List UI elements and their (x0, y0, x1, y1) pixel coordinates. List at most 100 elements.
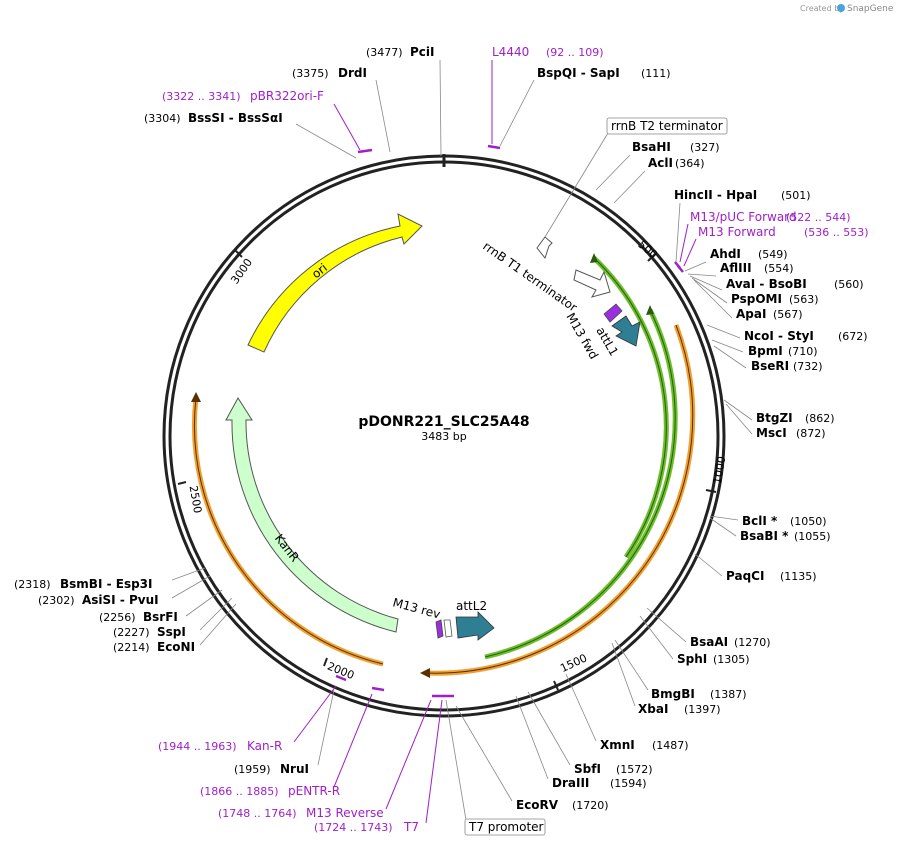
enzyme-name: DrdI (338, 66, 367, 80)
primer-site[interactable]: T7(1724 .. 1743) (314, 694, 454, 834)
m13-rev-feature[interactable] (435, 619, 444, 639)
enzyme-site[interactable]: XmnI(1487) (565, 673, 689, 752)
primer-site[interactable]: pENTR-R(1866 .. 1885) (200, 686, 385, 798)
enzyme-leader-line (689, 275, 723, 291)
attL2-small-feature[interactable] (443, 619, 453, 638)
enzyme-position: (1305) (713, 653, 750, 666)
enzyme-name: HincII - HpaI (674, 188, 757, 202)
enzyme-name: AvaI - BsoBI (726, 277, 807, 291)
kanR-feature[interactable] (225, 397, 399, 633)
enzyme-position: (862) (805, 412, 835, 425)
enzyme-site[interactable]: AsiSI - PvuI (2302) (38, 575, 211, 607)
primer-site[interactable]: pBR322ori-F(3322 .. 3341) (162, 89, 373, 154)
enzyme-site[interactable]: NruI(1959) (234, 689, 335, 776)
rrnB-T1-feature[interactable] (573, 269, 611, 298)
svg-text:1000: 1000 (711, 455, 729, 485)
enzyme-position: (2256) (99, 611, 136, 624)
primer-site[interactable]: M13 Reverse(1748 .. 1764) (218, 694, 444, 820)
enzyme-site[interactable]: BsaAI(1270) (646, 607, 771, 649)
enzyme-site[interactable]: SphI(1305) (639, 615, 750, 666)
enzyme-site[interactable]: PciI(3477) (366, 45, 442, 157)
enzyme-name: BsmBI - Esp3I (60, 577, 152, 591)
enzyme-position: (2302) (38, 594, 75, 607)
enzyme-name: AflIII (720, 261, 752, 275)
orange-track-arrowhead-right (420, 668, 430, 678)
enzyme-site[interactable]: AclI(364) (613, 156, 705, 204)
enzyme-site[interactable]: DraIII(1594) (515, 695, 647, 790)
enzyme-site[interactable]: SspI(2227) (113, 597, 233, 639)
enzyme-site[interactable]: BsaBI *(1055) (709, 517, 831, 543)
enzyme-leader-line (709, 515, 739, 521)
attL2-label: attL2 (456, 599, 487, 613)
attL2-feature[interactable] (455, 611, 495, 641)
enzyme-leader-line (199, 603, 237, 646)
enzyme-position: (1959) (234, 763, 271, 776)
enzyme-site[interactable]: BseRI(732) (713, 345, 823, 373)
enzyme-position: (1720) (572, 799, 609, 812)
primer-site[interactable]: M13 Forward(536 .. 553) (677, 225, 869, 273)
enzyme-site[interactable]: XbaI(1397) (611, 642, 721, 716)
enzyme-site[interactable]: ApaI(567) (693, 279, 803, 321)
t7-promoter-leader (445, 699, 467, 821)
enzyme-position: (549) (758, 248, 788, 261)
enzyme-name: BsaHI (632, 140, 671, 154)
enzyme-leader-line (317, 689, 335, 766)
enzyme-site[interactable]: PspOMI(563) (691, 277, 819, 306)
enzyme-site[interactable]: BclI *(1050) (709, 514, 827, 528)
enzyme-site[interactable]: NcoI - StyI(672) (706, 324, 868, 343)
enzyme-site[interactable]: BsmBI - Esp3I(2318) (14, 567, 206, 591)
t7-promoter-label: T7 promoter (468, 820, 544, 834)
rrnB-T2-label-box (606, 117, 728, 135)
enzyme-leader-line (684, 261, 707, 272)
rrnB-T2-feature[interactable] (536, 236, 553, 260)
primer-labels: L4440(92 .. 109) pBR322ori-F(3322 .. 3341… (158, 45, 869, 834)
enzyme-site[interactable]: MscI(872) (725, 403, 826, 440)
primer-site[interactable]: Kan-R(1944 .. 1963) (158, 674, 347, 753)
enzyme-name: AsiSI - PvuI (82, 593, 159, 607)
enzyme-position: (111) (641, 67, 671, 80)
enzyme-position: (872) (796, 427, 826, 440)
enzyme-position: (1055) (794, 530, 831, 543)
enzyme-labels: PciI(3477)DrdI(3375)BssSI - BssSαI(3304)… (14, 45, 868, 812)
enzyme-site[interactable]: PaqCI(1135) (694, 553, 817, 583)
enzyme-name: BspQI - SapI (537, 66, 620, 80)
enzyme-site[interactable]: SbfI(1572) (527, 691, 653, 776)
enzyme-name: ApaI (736, 307, 766, 321)
rrnB-T2-label: rrnB T2 terminator (611, 119, 723, 133)
attL1-feature[interactable] (611, 315, 641, 347)
primer-binding-mark (487, 144, 501, 150)
enzyme-site[interactable]: BssSI - BssSαI(3304) (144, 111, 357, 159)
primer-site[interactable]: L4440(92 .. 109) (487, 45, 604, 150)
enzyme-name: BtgZI (756, 411, 793, 425)
enzyme-site[interactable]: AflIII(554) (687, 261, 794, 277)
enzyme-leader-line (171, 567, 206, 581)
enzyme-position: (3477) (366, 46, 403, 59)
enzyme-leader-line (711, 339, 744, 353)
primer-leader-line (385, 699, 432, 810)
enzyme-name: NcoI - StyI (744, 329, 814, 343)
enzyme-site[interactable]: HincII - HpaI(501) (674, 188, 811, 263)
enzyme-site[interactable]: AhdI(549) (684, 247, 788, 272)
enzyme-leader-line (694, 553, 723, 577)
enzyme-site[interactable]: EcoRV (1720) (455, 705, 609, 812)
primer-name: M13/pUC Forward (690, 210, 797, 224)
enzyme-site[interactable]: BmgBI(1387) (614, 639, 747, 701)
enzyme-site[interactable]: BsaHI (327) (595, 140, 720, 191)
enzyme-site[interactable]: DrdI(3375) (292, 66, 391, 153)
m13-fwd-feature[interactable] (603, 303, 623, 323)
enzyme-leader-line (713, 345, 747, 369)
enzyme-site[interactable]: EcoNI(2214) (113, 603, 237, 654)
m13-rev-label: M13 rev (391, 595, 442, 621)
enzyme-site[interactable]: BsrFI(2256) (99, 589, 223, 624)
enzyme-site[interactable]: AvaI - BsoBI(560) (689, 275, 864, 291)
enzyme-site[interactable]: BspQI - SapI (111) (499, 66, 671, 147)
primer-binding-mark (371, 686, 385, 692)
enzyme-name: EcoRV (516, 798, 559, 812)
enzyme-site[interactable]: BpmI(710) (711, 339, 818, 358)
enzyme-position: (327) (690, 141, 720, 154)
ori-feature[interactable] (247, 213, 423, 353)
enzyme-name: BseRI (751, 359, 789, 373)
credit-brand[interactable]: SnapGene (847, 4, 894, 14)
enzyme-site[interactable]: BtgZI (862) (723, 399, 835, 425)
enzyme-name: XmnI (600, 738, 635, 752)
